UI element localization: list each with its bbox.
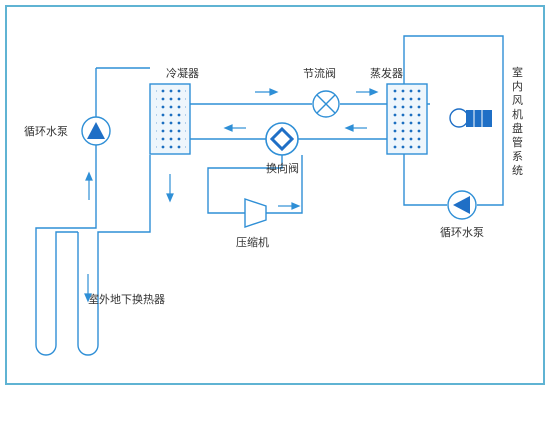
- compressor-icon: [244, 198, 267, 228]
- condenser-label: 冷凝器: [166, 66, 199, 80]
- pump-icon: [447, 190, 477, 220]
- pump-left-label: 循环水泵: [24, 125, 68, 138]
- evaporator: 蒸发器: [370, 66, 428, 155]
- fan-coil-icon: [449, 108, 492, 128]
- indoor-loop-pipes: [403, 35, 504, 206]
- throttle-valve-icon: [312, 90, 340, 118]
- refrigerant-pipes: [190, 103, 387, 214]
- reversing-valve-label: 换向阀: [266, 161, 299, 175]
- condenser: 冷凝器: [149, 66, 199, 155]
- ground-exchanger-label: 室外地下换热器: [88, 292, 165, 306]
- svg-text:机: 机: [512, 107, 523, 121]
- svg-text:内: 内: [512, 79, 523, 93]
- svg-text:管: 管: [512, 135, 523, 149]
- compressor-label: 压缩机: [236, 235, 269, 249]
- evaporator-label: 蒸发器: [370, 66, 403, 80]
- flow-arrows: [84, 88, 379, 303]
- throttle-valve-label: 节流阀: [303, 66, 336, 80]
- svg-text:统: 统: [512, 164, 523, 177]
- indoor-coil-label: 室 内 风 机 盘 管 系 统: [512, 65, 523, 177]
- ground-loop-pipes: [35, 67, 151, 356]
- reversing-valve-icon: [265, 122, 299, 156]
- svg-text:盘: 盘: [512, 121, 523, 135]
- svg-text:室: 室: [512, 65, 523, 79]
- svg-text:风: 风: [512, 94, 523, 107]
- svg-text:系: 系: [512, 150, 523, 163]
- pump-right-label: 循环水泵: [440, 226, 484, 239]
- pump-icon: [81, 116, 111, 146]
